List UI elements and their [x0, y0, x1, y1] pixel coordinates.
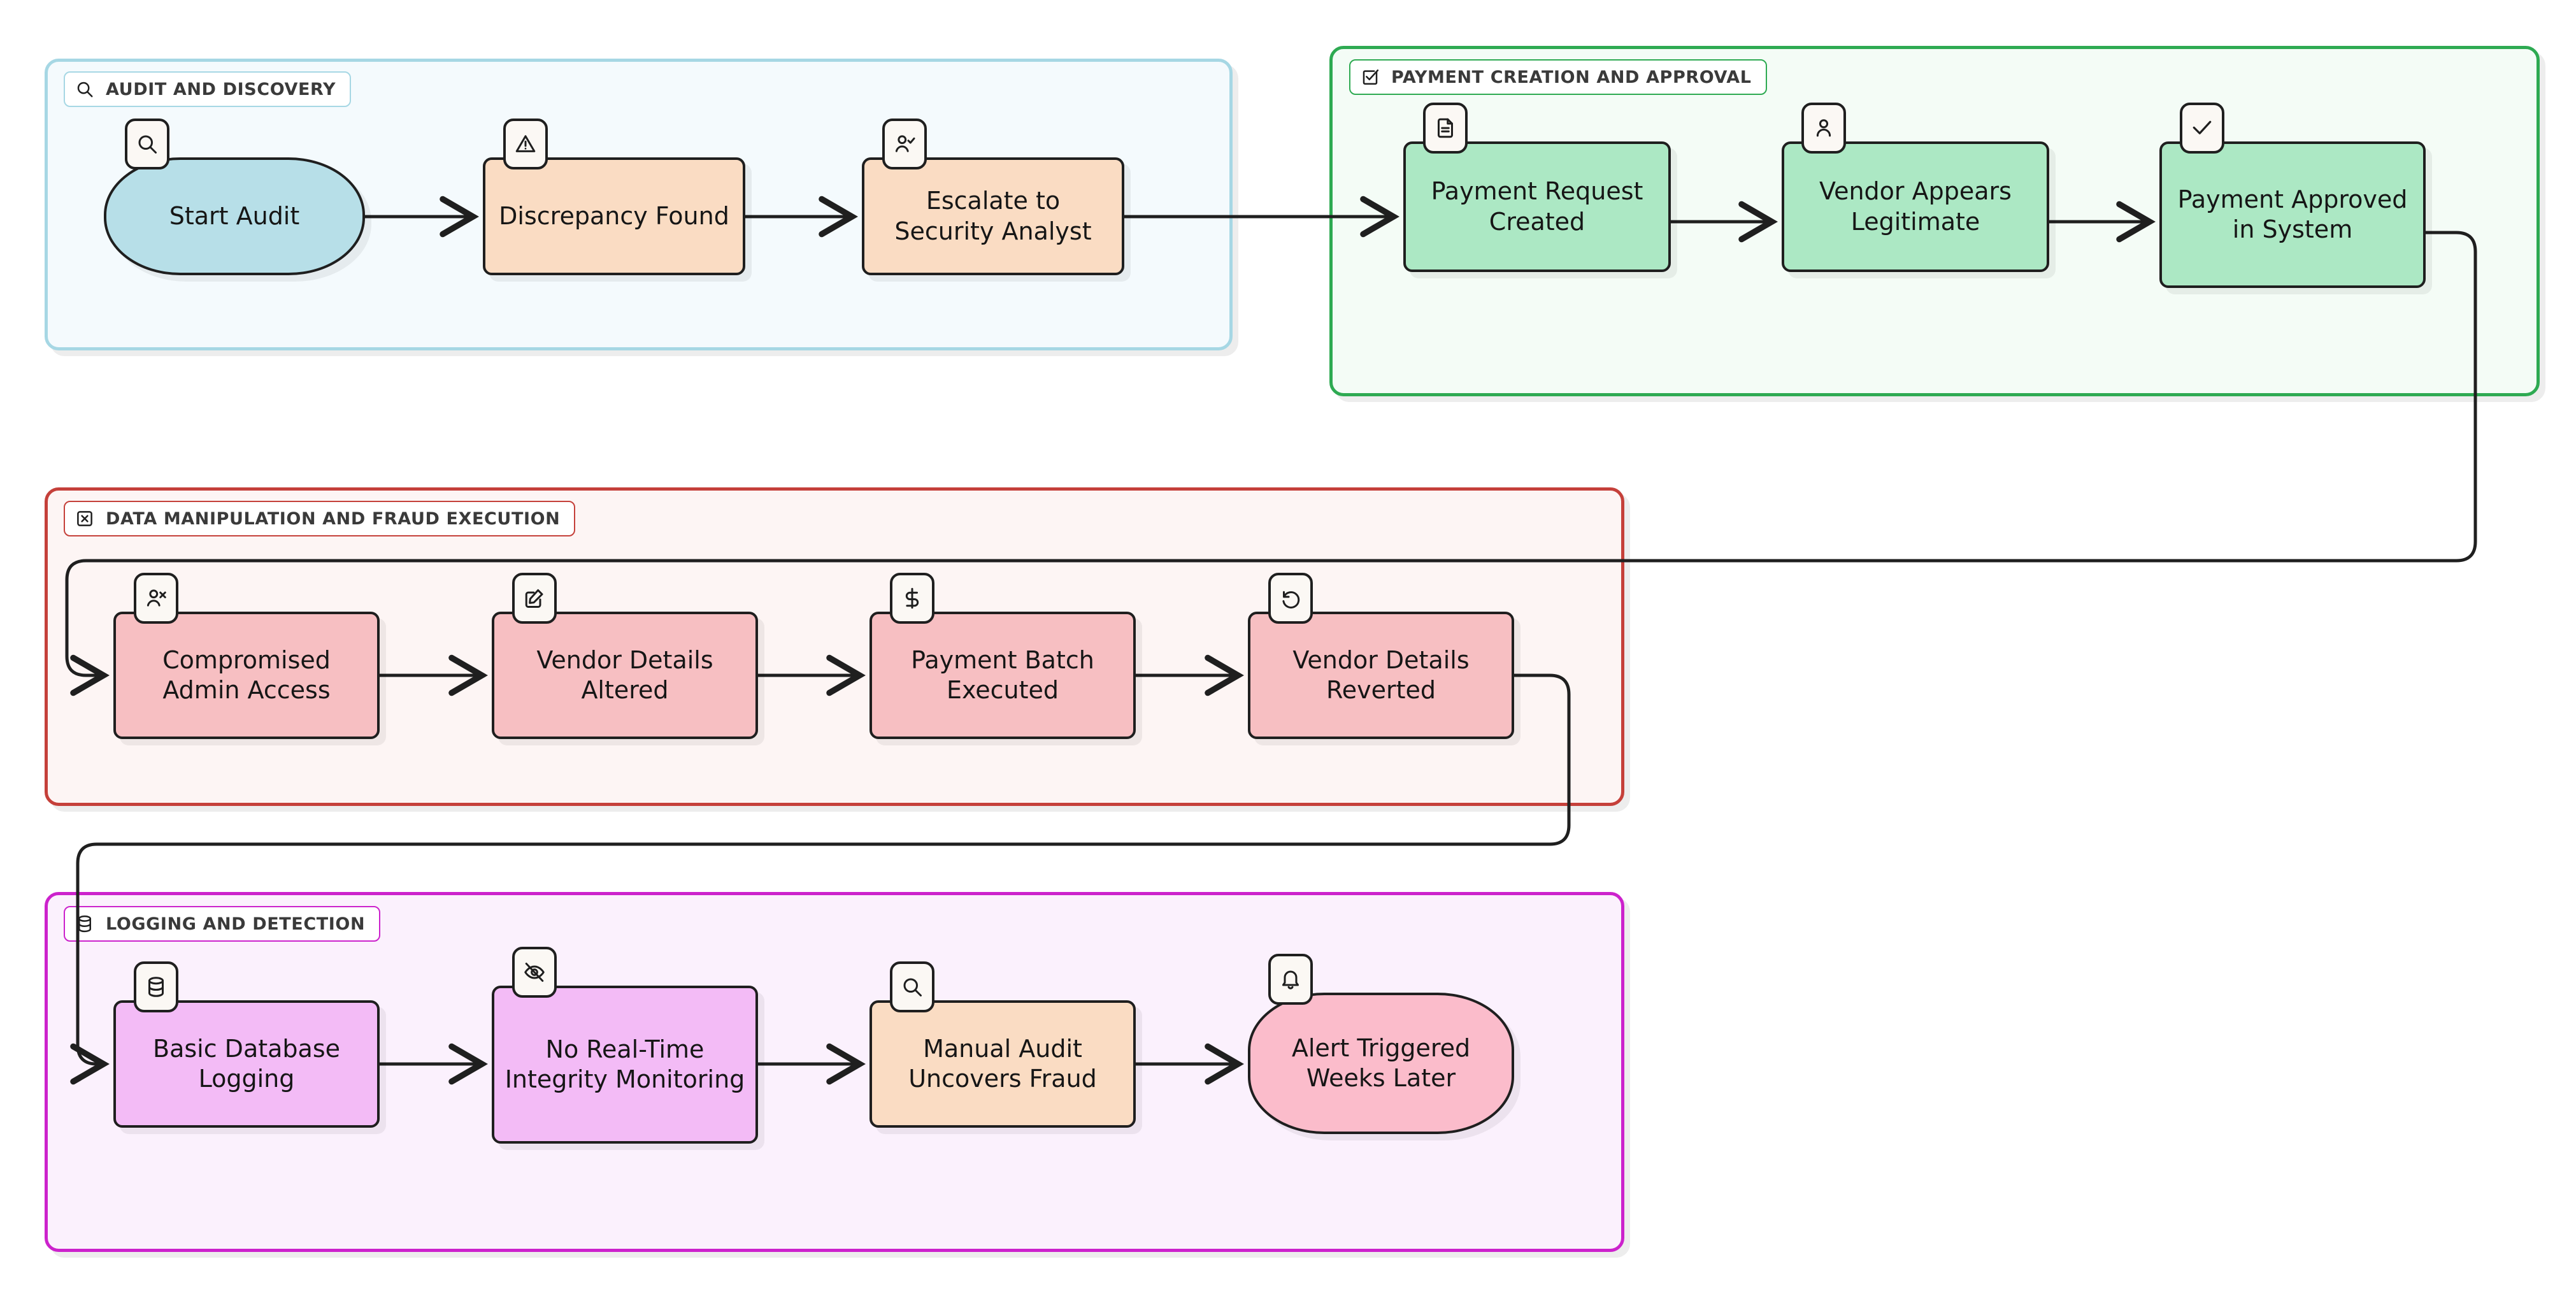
node-basic-database-logging[interactable]: Basic Database Logging — [113, 1000, 380, 1128]
node-label: Vendor Details Reverted — [1292, 645, 1470, 704]
node-label: Manual Audit Uncovers Fraud — [908, 1034, 1097, 1093]
warning-triangle-icon — [503, 119, 548, 169]
node-label: Payment Request Created — [1431, 177, 1643, 236]
node-vendor-appears-legitimate[interactable]: Vendor Appears Legitimate — [1782, 141, 2049, 272]
node-label: Compromised Admin Access — [162, 645, 331, 704]
node-label: Payment Batch Executed — [911, 645, 1094, 704]
node-start-audit[interactable]: Start Audit — [104, 157, 365, 275]
checkbox-check-icon — [1359, 66, 1381, 88]
user-x-icon — [134, 573, 178, 624]
node-escalate-to-security-analyst[interactable]: Escalate to Security Analyst — [862, 157, 1124, 275]
check-icon — [2180, 103, 2224, 154]
eye-off-icon — [512, 947, 557, 998]
database-icon — [134, 961, 178, 1012]
node-label: No Real-Time Integrity Monitoring — [504, 1035, 745, 1093]
user-icon — [1801, 103, 1846, 154]
node-vendor-details-altered[interactable]: Vendor Details Altered — [492, 612, 758, 739]
node-label: Payment Approved in System — [2177, 185, 2408, 243]
node-payment-batch-executed[interactable]: Payment Batch Executed — [869, 612, 1136, 739]
search-icon — [890, 961, 934, 1012]
node-label: Vendor Appears Legitimate — [1819, 177, 2012, 236]
node-no-real-time-integrity-monitoring[interactable]: No Real-Time Integrity Monitoring — [492, 986, 758, 1144]
x-box-icon — [74, 508, 96, 529]
node-label: Alert Triggered Weeks Later — [1291, 1033, 1471, 1092]
group-label-text: PAYMENT CREATION AND APPROVAL — [1391, 67, 1752, 87]
document-icon — [1423, 103, 1468, 154]
node-payment-request-created[interactable]: Payment Request Created — [1403, 141, 1671, 272]
edge-payment-approved-in-system-to-compromised-admin-access — [65, 231, 2477, 696]
edit-square-icon — [512, 573, 557, 624]
bell-icon — [1268, 954, 1313, 1005]
group-label-text: DATA MANIPULATION AND FRAUD EXECUTION — [106, 508, 561, 529]
group-label-audit-and-discovery: AUDIT AND DISCOVERY — [64, 71, 352, 107]
node-vendor-details-reverted[interactable]: Vendor Details Reverted — [1248, 612, 1514, 739]
node-label: Escalate to Security Analyst — [894, 187, 1092, 245]
undo-icon — [1268, 573, 1313, 624]
group-label-text: LOGGING AND DETECTION — [106, 914, 366, 934]
node-discrepancy-found[interactable]: Discrepancy Found — [483, 157, 745, 275]
node-label: Discrepancy Found — [499, 201, 729, 230]
node-alert-triggered-weeks-later[interactable]: Alert Triggered Weeks Later — [1248, 993, 1514, 1134]
node-label: Basic Database Logging — [153, 1034, 340, 1093]
search-icon — [125, 119, 169, 169]
node-payment-approved-in-system[interactable]: Payment Approved in System — [2159, 141, 2426, 288]
node-compromised-admin-access[interactable]: Compromised Admin Access — [113, 612, 380, 739]
database-icon — [74, 913, 96, 935]
search-icon — [74, 78, 96, 100]
user-check-icon — [882, 119, 927, 169]
node-label: Vendor Details Altered — [536, 645, 713, 704]
dollar-icon — [890, 573, 934, 624]
node-manual-audit-uncovers-fraud[interactable]: Manual Audit Uncovers Fraud — [869, 1000, 1136, 1128]
group-label-payment-creation-and-approval: PAYMENT CREATION AND APPROVAL — [1349, 59, 1767, 95]
group-label-data-manipulation-and-fraud-execution: DATA MANIPULATION AND FRAUD EXECUTION — [64, 501, 576, 536]
group-label-logging-and-detection: LOGGING AND DETECTION — [64, 906, 381, 942]
edge-vendor-details-reverted-to-basic-database-logging — [70, 673, 1571, 1085]
group-label-text: AUDIT AND DISCOVERY — [106, 79, 336, 99]
node-label: Start Audit — [169, 201, 300, 230]
